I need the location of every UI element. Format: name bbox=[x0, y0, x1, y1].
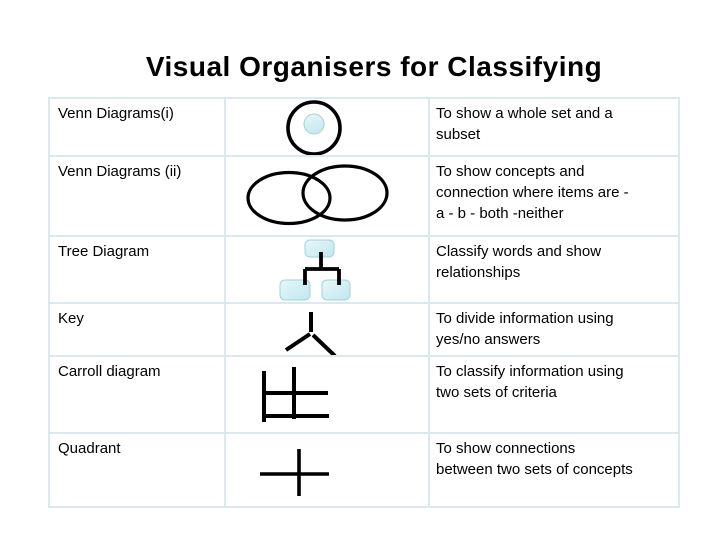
organiser-icon-cell bbox=[226, 304, 430, 357]
slide-title: Visual Organisers for Classifying bbox=[145, 51, 603, 82]
organiser-icon-cell bbox=[226, 237, 430, 304]
organiser-name: Venn Diagrams(i) bbox=[50, 99, 226, 157]
organiser-icon-cell bbox=[226, 357, 430, 434]
organiser-table: Venn Diagrams(i) To show a whole set and… bbox=[48, 97, 680, 508]
organiser-name: Venn Diagrams (ii) bbox=[50, 157, 226, 237]
organiser-name: Key bbox=[50, 304, 226, 357]
organiser-description: To show concepts and connection where it… bbox=[430, 157, 680, 237]
organiser-name: Tree Diagram bbox=[50, 237, 226, 304]
venn-overlap-icon bbox=[246, 164, 389, 226]
organiser-icon-cell bbox=[226, 99, 430, 157]
organiser-description: To show a whole set and a subset bbox=[430, 99, 680, 157]
organiser-name: Carroll diagram bbox=[50, 357, 226, 434]
venn-subset-icon bbox=[286, 100, 342, 155]
organiser-description: To show connections between two sets of … bbox=[430, 434, 680, 508]
organiser-description: Classify words and show relationships bbox=[430, 237, 680, 304]
quadrant-cross-icon bbox=[260, 449, 329, 496]
organiser-icon-cell bbox=[226, 157, 430, 237]
organiser-description: To divide information using yes/no answe… bbox=[430, 304, 680, 357]
organiser-description: To classify information using two sets o… bbox=[430, 357, 680, 434]
carroll-grid-icon bbox=[262, 367, 329, 422]
organiser-icon-cell bbox=[226, 434, 430, 508]
organiser-name: Quadrant bbox=[50, 434, 226, 508]
tree-diagram-icon bbox=[279, 239, 351, 301]
key-branch-icon bbox=[284, 312, 337, 355]
